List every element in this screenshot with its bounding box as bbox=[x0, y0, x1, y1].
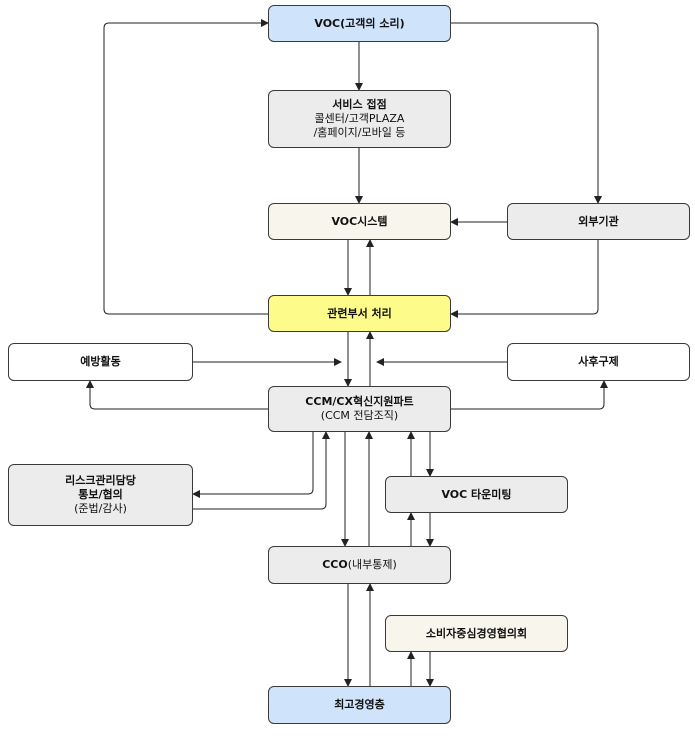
voc-title: VOC(고객의 소리) bbox=[314, 16, 405, 30]
arrow-risk-to-ccm bbox=[193, 431, 330, 510]
service-touchpoint-node: 서비스 접점 콜센터/고객PLAZA /홈페이지/모바일 등 bbox=[268, 90, 451, 148]
remedy-node: 사후구제 bbox=[507, 343, 690, 381]
ccm-subtitle: (CCM 전담조직) bbox=[320, 409, 399, 422]
arrow-ccm-to-risk bbox=[192, 432, 314, 498]
arrow-external-to-dept bbox=[450, 240, 599, 318]
risk-line1: 리스크관리담당 bbox=[65, 474, 136, 487]
top-management-node: 최고경영층 bbox=[268, 686, 451, 724]
external-agency-node: 외부기관 bbox=[507, 203, 690, 240]
remedy-title: 사후구제 bbox=[578, 355, 619, 368]
arrow-voc-to-external bbox=[451, 22, 602, 204]
arrow-ccm-to-prevention bbox=[86, 380, 268, 410]
service-title: 서비스 접점 bbox=[332, 98, 387, 111]
exec-title: 최고경영층 bbox=[334, 698, 385, 711]
prevention-title: 예방활동 bbox=[80, 355, 121, 368]
ccm-title: CCM/CX혁신지원파트 bbox=[305, 395, 414, 408]
risk-line2: 통보/협의 bbox=[78, 488, 123, 501]
arrow-dept-to-voc bbox=[103, 19, 269, 315]
ccm-part-node: CCM/CX혁신지원파트 (CCM 전담조직) bbox=[268, 386, 451, 432]
prevention-node: 예방활동 bbox=[8, 343, 193, 381]
cco-subtitle: (내부통제) bbox=[347, 558, 397, 571]
voc-node: VOC(고객의 소리) bbox=[268, 5, 451, 42]
risk-line3: (준법/감사) bbox=[74, 502, 127, 515]
risk-management-node: 리스크관리담당 통보/협의 (준법/감사) bbox=[8, 464, 193, 526]
council-title: 소비자중심경영협의회 bbox=[425, 626, 528, 640]
service-line2: /홈페이지/모바일 등 bbox=[313, 126, 406, 139]
voc-townhall-node: VOC 타운미팅 bbox=[385, 476, 568, 513]
voc-system-title: VOC시스템 bbox=[331, 214, 388, 228]
arrow-ccm-to-remedy bbox=[451, 380, 608, 410]
townhall-title: VOC 타운미팅 bbox=[441, 487, 512, 501]
dept-processing-node: 관련부서 처리 bbox=[268, 295, 451, 332]
dept-title: 관련부서 처리 bbox=[327, 306, 392, 320]
consumer-council-node: 소비자중심경영협의회 bbox=[385, 615, 568, 652]
cco-node: CCO (내부통제) bbox=[268, 546, 451, 584]
external-title: 외부기관 bbox=[578, 214, 619, 228]
voc-system-node: VOC시스템 bbox=[268, 203, 451, 240]
cco-title: CCO bbox=[322, 558, 348, 571]
service-line1: 콜센터/고객PLAZA bbox=[314, 112, 405, 125]
